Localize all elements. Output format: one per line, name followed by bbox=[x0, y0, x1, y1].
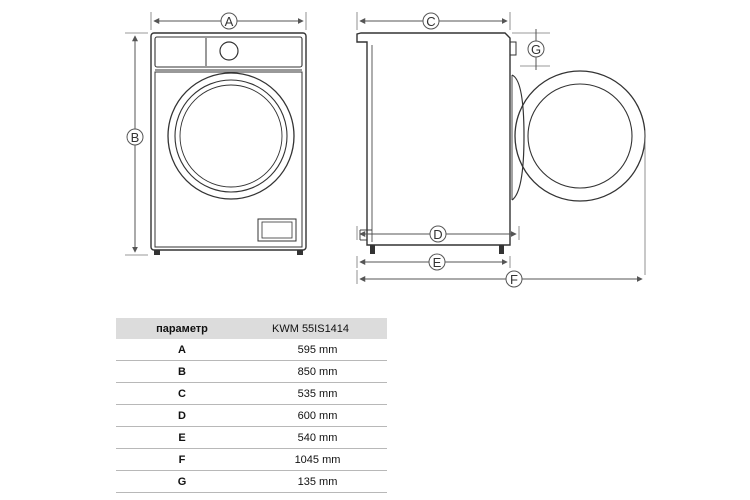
door-outer-ring bbox=[167, 72, 295, 200]
front-view-washer bbox=[150, 32, 307, 255]
filter-hatch bbox=[257, 218, 297, 242]
front-panel bbox=[154, 71, 303, 248]
table-row: E 540 mm bbox=[116, 426, 387, 449]
table-row: B 850 mm bbox=[116, 360, 387, 383]
row-value: 595 mm bbox=[248, 339, 387, 361]
row-parameter: A bbox=[116, 339, 248, 361]
row-value: 1045 mm bbox=[248, 448, 387, 471]
label-e: E bbox=[433, 255, 442, 270]
opened-door bbox=[514, 70, 646, 275]
label-b: B bbox=[131, 130, 140, 145]
side-view-washer bbox=[356, 32, 525, 254]
door-inner-ring bbox=[174, 79, 288, 193]
dimension-b: B bbox=[125, 32, 148, 256]
side-front-foot bbox=[499, 245, 504, 254]
row-value: 600 mm bbox=[248, 404, 387, 427]
door-glass bbox=[179, 84, 283, 188]
program-knob bbox=[219, 41, 239, 61]
open-door-outer-ring bbox=[514, 70, 646, 202]
front-body-outline bbox=[150, 32, 307, 251]
table-row: F 1045 mm bbox=[116, 448, 387, 471]
top-lid-hinge bbox=[510, 41, 517, 56]
table-header-row: параметр KWM 55IS1414 bbox=[116, 318, 387, 339]
dimensions-table: параметр KWM 55IS1414 A 595 mm B 850 mm … bbox=[116, 318, 387, 493]
dimension-e: E bbox=[356, 253, 511, 271]
header-parameter: параметр bbox=[116, 318, 248, 339]
header-model: KWM 55IS1414 bbox=[248, 318, 387, 339]
row-value: 135 mm bbox=[248, 470, 387, 493]
label-c: C bbox=[426, 14, 435, 29]
dimension-f: F bbox=[356, 270, 643, 288]
dimension-a: A bbox=[150, 12, 307, 30]
label-f: F bbox=[510, 272, 518, 287]
row-value: 540 mm bbox=[248, 426, 387, 449]
row-parameter: E bbox=[116, 426, 248, 449]
row-parameter: G bbox=[116, 470, 248, 493]
table-row: C 535 mm bbox=[116, 382, 387, 405]
table-row: A 595 mm bbox=[116, 339, 387, 361]
control-panel bbox=[154, 36, 303, 68]
dimension-c: C bbox=[356, 12, 511, 30]
table-row: D 600 mm bbox=[116, 404, 387, 427]
row-parameter: B bbox=[116, 360, 248, 383]
side-body-outline bbox=[356, 32, 511, 246]
open-door-inner-ring bbox=[527, 83, 633, 189]
front-left-foot bbox=[154, 250, 160, 255]
dimension-d: D bbox=[356, 225, 520, 243]
row-parameter: C bbox=[116, 382, 248, 405]
label-d: D bbox=[433, 227, 442, 242]
row-parameter: F bbox=[116, 448, 248, 471]
label-a: A bbox=[225, 14, 234, 29]
door-profile bbox=[511, 74, 525, 201]
dimension-diagram: A B C G bbox=[125, 12, 646, 288]
row-value: 535 mm bbox=[248, 382, 387, 405]
row-value: 850 mm bbox=[248, 360, 387, 383]
side-rear-foot bbox=[370, 245, 375, 254]
front-right-foot bbox=[297, 250, 303, 255]
dimension-g: G bbox=[512, 29, 550, 70]
row-parameter: D bbox=[116, 404, 248, 427]
label-g: G bbox=[531, 42, 541, 57]
table-row: G 135 mm bbox=[116, 470, 387, 493]
